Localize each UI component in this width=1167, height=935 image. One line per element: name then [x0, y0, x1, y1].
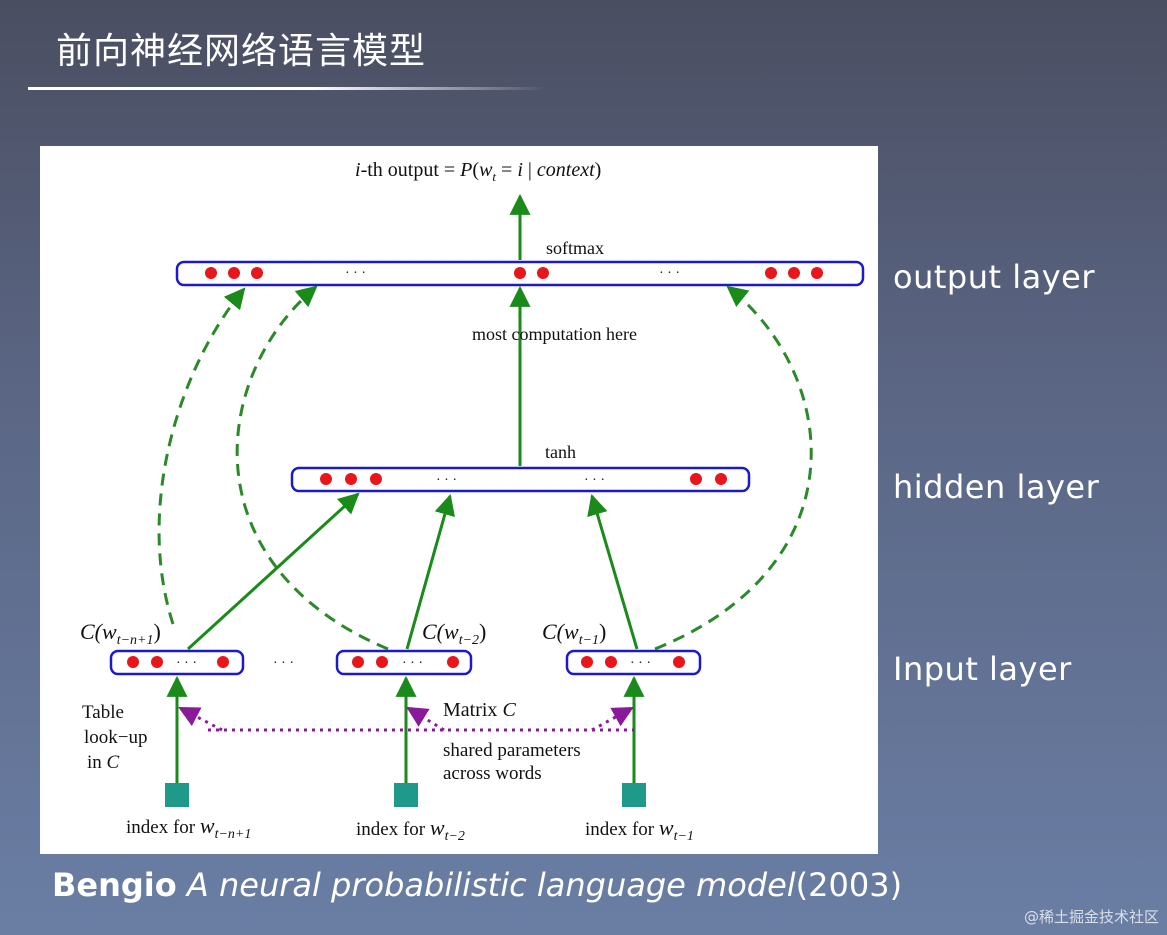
- shared-params-line1: shared parameters: [443, 740, 581, 761]
- title-underline: [28, 87, 548, 90]
- output-neuron: [537, 267, 549, 279]
- citation-paper: A neural probabilistic language model: [186, 866, 796, 904]
- hidden-layer-neurons: [320, 473, 727, 485]
- output-neuron: [205, 267, 217, 279]
- input2-to-hidden-arrow: [405, 493, 455, 650]
- table-lookup-line1: Table: [82, 702, 124, 723]
- hidden-neuron: [345, 473, 357, 485]
- input2-neuron: [447, 656, 459, 668]
- output-layer-label: output layer: [893, 258, 1095, 296]
- input3-ellipsis: · · ·: [630, 656, 651, 671]
- input2-box: [335, 649, 473, 676]
- output-ellipsis-1: · · ·: [345, 266, 366, 281]
- index-label-1: index for wt−n+1: [126, 813, 251, 842]
- input3-neuron: [605, 656, 617, 668]
- index-label-3: index for wt−1: [585, 815, 694, 844]
- index-square-1: [165, 783, 189, 807]
- input2-c-label: C(wt−2): [422, 619, 486, 648]
- watermark: @稀土掘金技术社区: [1023, 908, 1159, 926]
- dashed-skip-right: [654, 285, 813, 651]
- input1-c-label: C(wt−n+1): [80, 619, 161, 648]
- index-square-3: [622, 783, 646, 807]
- input1-to-hidden-arrow: [186, 492, 360, 651]
- input1-neuron: [127, 656, 139, 668]
- hidden-ellipsis-2: · · ·: [584, 473, 605, 488]
- nplm-diagram: i-th output = P(wt = i | context) softma…: [80, 159, 865, 844]
- table-lookup-line3: in C: [87, 752, 120, 773]
- index-label-2: index for wt−2: [356, 815, 465, 844]
- input-gap-ellipsis: · · ·: [273, 656, 294, 671]
- input3-neuron: [673, 656, 685, 668]
- output-ellipsis-2: · · ·: [659, 266, 680, 281]
- shared-params-line2: across words: [443, 763, 542, 784]
- dashed-skip-left-outer: [157, 287, 246, 625]
- softmax-label: softmax: [546, 238, 604, 258]
- input2-neuron: [376, 656, 388, 668]
- matrix-c-label: Matrix C: [443, 699, 516, 721]
- shared-params-arrow-mid: [406, 706, 445, 732]
- shared-params-arrow-right: [591, 706, 634, 732]
- input1-ellipsis: · · ·: [176, 656, 197, 671]
- hidden-neuron: [715, 473, 727, 485]
- dashed-skip-left-inner: [235, 285, 389, 651]
- input3-box: [565, 649, 702, 676]
- table-lookup-line2: look−up: [84, 727, 148, 748]
- tanh-label: tanh: [545, 442, 576, 462]
- citation-year: (2003): [795, 866, 903, 904]
- output-neuron: [228, 267, 240, 279]
- input3-to-hidden-arrow: [587, 493, 639, 650]
- shared-params-arrow-left: [178, 706, 223, 732]
- input3-neuron: [581, 656, 593, 668]
- citation: Bengio A neural probabilistic language m…: [52, 866, 902, 904]
- output-neuron: [251, 267, 263, 279]
- output-neuron: [788, 267, 800, 279]
- hidden-neuron: [370, 473, 382, 485]
- hidden-neuron: [320, 473, 332, 485]
- most-computation-label: most computation here: [472, 324, 637, 344]
- input2-ellipsis: · · ·: [402, 656, 423, 671]
- input1-neuron: [151, 656, 163, 668]
- hidden-layer-label: hidden layer: [893, 468, 1100, 506]
- output-layer-neurons: [205, 267, 823, 279]
- output-formula: i-th output = P(wt = i | context): [355, 159, 601, 184]
- citation-author: Bengio: [52, 866, 177, 904]
- hidden-layer-box: [290, 466, 751, 493]
- diagram-panel: i-th output = P(wt = i | context) softma…: [40, 146, 878, 854]
- hidden-neuron: [690, 473, 702, 485]
- index-square-2: [394, 783, 418, 807]
- slide-title: 前向神经网络语言模型: [56, 31, 427, 72]
- output-neuron: [811, 267, 823, 279]
- input1-neuron: [217, 656, 229, 668]
- input3-c-label: C(wt−1): [542, 619, 606, 648]
- input-layer-label: Input layer: [893, 650, 1072, 688]
- input2-neuron: [352, 656, 364, 668]
- hidden-ellipsis-1: · · ·: [436, 473, 457, 488]
- output-neuron: [514, 267, 526, 279]
- output-neuron: [765, 267, 777, 279]
- input1-box: [109, 649, 245, 676]
